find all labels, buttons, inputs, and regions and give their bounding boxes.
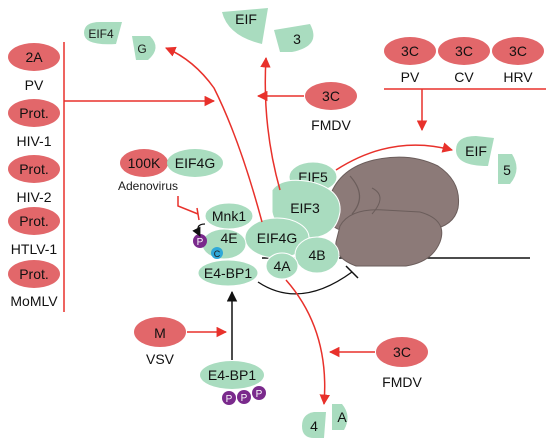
eif5-cleavage-arrow [335, 142, 454, 171]
adenovirus-eif4g [167, 149, 223, 177]
eif-top-fragment-label: EIF [235, 11, 257, 27]
pv-3c [384, 37, 436, 65]
eif4a-cleavage-arrow [285, 279, 330, 406]
eif4-fragment [84, 22, 122, 45]
adenovirus-name: Adenovirus [118, 179, 178, 193]
mrna-cap [211, 247, 223, 259]
three-fragment [274, 24, 314, 52]
a-fragment [332, 404, 348, 430]
mnk1-label: Mnk1 [212, 208, 246, 224]
three-fragment-label: 3 [293, 31, 301, 47]
eif4a-factor [265, 252, 299, 280]
pv-2a-protein [8, 43, 60, 71]
hiv2-name: HIV-2 [16, 189, 51, 205]
phosphate-1 [222, 391, 236, 405]
fmdv-bottom-name: FMDV [382, 374, 422, 390]
hiv1-protease [8, 99, 60, 127]
e4bp1-complex [197, 259, 259, 287]
five-fragment [498, 154, 517, 184]
e4bp1-inhibition-arc [257, 271, 353, 295]
e4bp1-inhibition-bar [345, 265, 359, 279]
ribosome-small-subunit [335, 209, 443, 267]
phosphate-2 [237, 390, 251, 404]
pv-name: PV [25, 77, 44, 93]
cv-name: CV [454, 69, 474, 85]
momlv-name: MoMLV [10, 293, 58, 309]
eif-right-fragment-label: EIF [465, 143, 487, 159]
htlv1-protease [8, 207, 60, 235]
phosphate-mnk1 [193, 234, 207, 248]
eif3-cleavage-arrow [260, 56, 281, 191]
e4bp1-label: E4-BP1 [204, 265, 252, 281]
cv-3c-label: 3C [455, 43, 473, 59]
eif3-label: EIF3 [290, 200, 320, 216]
fmdv-bottom-3c [376, 337, 428, 367]
ribosome-groove-2 [371, 187, 381, 215]
fmdv-top-name: FMDV [311, 117, 351, 133]
eif4b-label: 4B [308, 247, 325, 263]
e4bp1-phosphorylated [200, 361, 264, 389]
adenovirus-100k [120, 149, 168, 177]
g-fragment-label: G [137, 42, 146, 56]
phosphate-1-label: P [226, 394, 233, 405]
ribosome-groove [349, 175, 361, 215]
htlv1-name: HTLV-1 [11, 241, 58, 257]
four-fragment-label: 4 [310, 418, 318, 434]
adenovirus-inhibition-bar [196, 207, 200, 221]
hrv-3c-label: 3C [509, 43, 527, 59]
eif4g-cleavage-arrow [165, 46, 263, 223]
pv3c-name: PV [401, 69, 420, 85]
cv-3c [438, 37, 490, 65]
eif4e-label: 4E [220, 230, 237, 246]
htlv1-prot-label: Prot. [19, 213, 49, 229]
fmdv-top-3c-label: 3C [322, 88, 340, 104]
phosphate-3 [252, 386, 266, 400]
fmdv-top-3c [305, 82, 357, 110]
hiv1-name: HIV-1 [16, 133, 51, 149]
phosphate-3-label: P [256, 389, 263, 400]
momlv-prot-label: Prot. [19, 266, 49, 282]
five-fragment-label: 5 [503, 162, 511, 178]
phosphate-mnk1-label: P [197, 237, 204, 248]
a-fragment-label: A [337, 409, 347, 425]
pv-3c-label: 3C [401, 43, 419, 59]
adenovirus-eif4g-label: EIF4G [175, 155, 215, 171]
hrv-name: HRV [503, 69, 533, 85]
fmdv-bottom-3c-label: 3C [393, 344, 411, 360]
eif4g-complex-label: EIF4G [257, 230, 297, 246]
eif4-fragment-label: EIF4 [88, 27, 114, 41]
mnk1-phosphorylation-arrow [192, 223, 206, 237]
hrv-3c [492, 37, 544, 65]
vsv-m-protein [134, 317, 186, 347]
four-fragment [302, 412, 326, 438]
hiv1-prot-label: Prot. [19, 105, 49, 121]
vsv-name: VSV [146, 351, 175, 367]
phosphate-2-label: P [241, 393, 248, 404]
adenovirus-inhibition-line [177, 196, 199, 215]
g-fragment [132, 36, 156, 60]
mrna-cap-label: C [214, 249, 221, 259]
eif-right-fragment [456, 136, 494, 166]
e4bp1-phosphorylated-label: E4-BP1 [208, 367, 256, 383]
eif4a-label: 4A [273, 258, 291, 274]
hiv2-prot-label: Prot. [19, 161, 49, 177]
hiv2-protease [8, 155, 60, 183]
eif-top-fragment [222, 8, 268, 44]
vsv-m-label: M [154, 325, 166, 341]
pv-2a-label: 2A [25, 49, 43, 65]
eif4b-factor [294, 236, 340, 274]
adenovirus-100k-label: 100K [128, 155, 161, 171]
momlv-protease [8, 260, 60, 288]
